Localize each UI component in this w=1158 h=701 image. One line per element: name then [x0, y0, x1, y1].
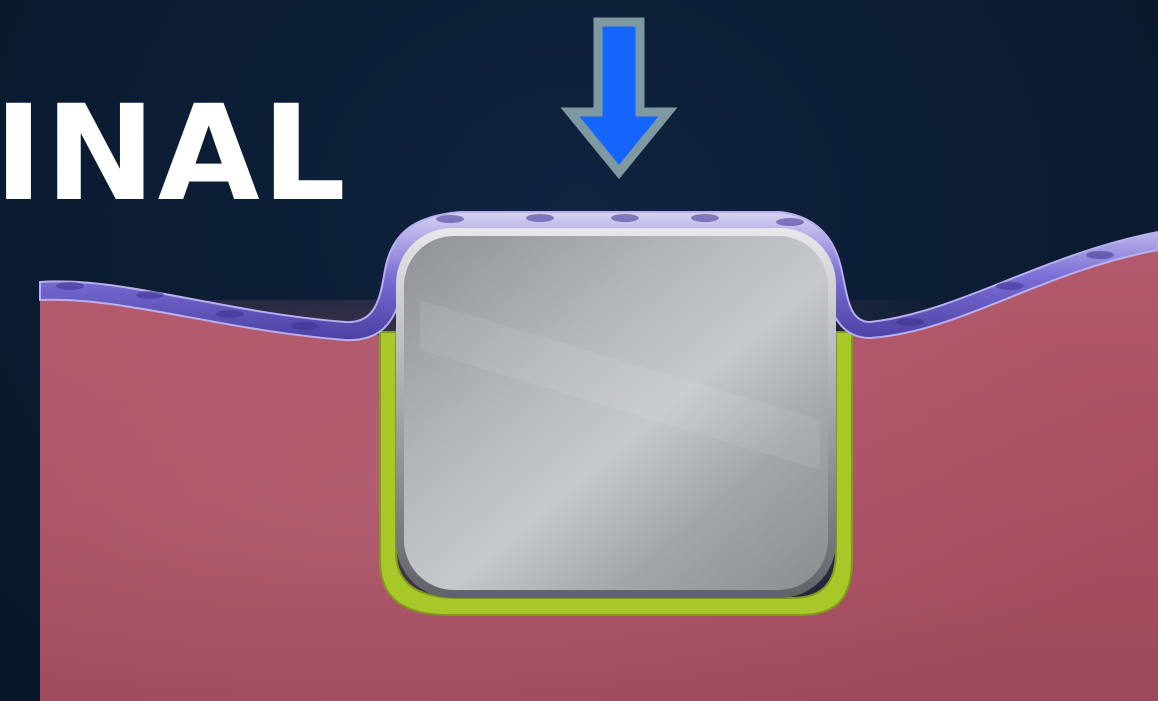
down-arrow-icon: [570, 22, 668, 172]
implant-block: [396, 228, 836, 598]
